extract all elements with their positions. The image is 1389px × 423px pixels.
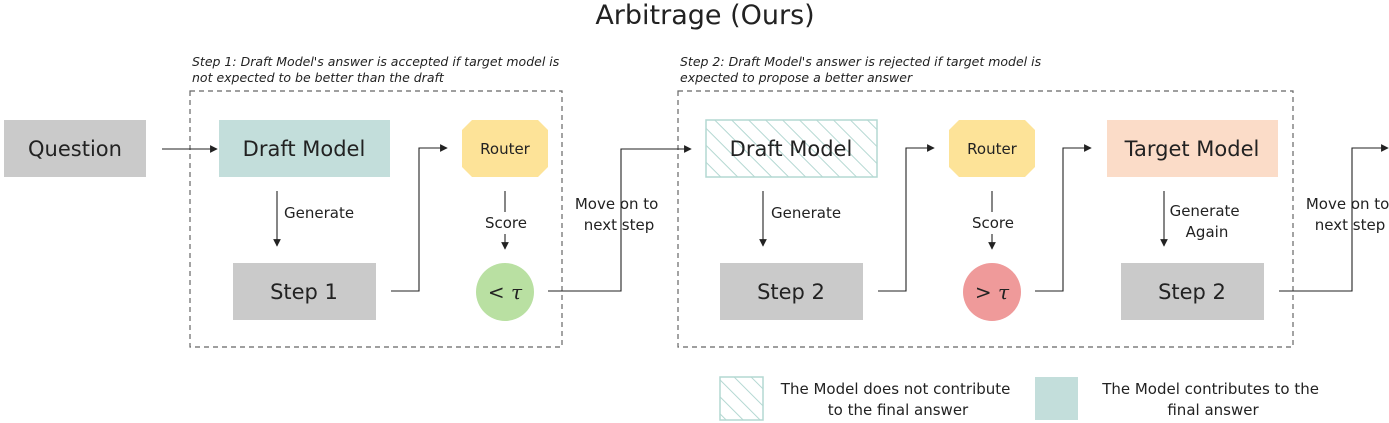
step2-target-label: Step 2 bbox=[1158, 280, 1226, 304]
target-model-box bbox=[1107, 120, 1278, 177]
move-on-label-1-line2: next step bbox=[584, 216, 654, 234]
question-box bbox=[4, 120, 146, 177]
accept-threshold-symbol: < τ bbox=[488, 280, 523, 304]
move-on-label-1-line1: Move on to bbox=[575, 195, 659, 213]
legend-swatch-contribute bbox=[1035, 377, 1078, 420]
reject-threshold-node bbox=[963, 263, 1021, 321]
move-on-label-1: Move on to next step bbox=[575, 195, 663, 234]
move-on-label-2: Move on to next step bbox=[1306, 195, 1389, 234]
step1-label: Step 1 bbox=[270, 280, 338, 304]
edge-accept-to-draft2 bbox=[548, 145, 692, 292]
draft-model-box-1 bbox=[219, 120, 390, 177]
router-node-2 bbox=[949, 120, 1035, 177]
legend-label-not-contribute: The Model does not contribute to the fin… bbox=[780, 380, 1015, 419]
draft-model-box-2 bbox=[705, 119, 878, 178]
step2-caption: Step 2: Draft Model's answer is rejected… bbox=[680, 54, 1045, 85]
score-label-2: Score bbox=[972, 214, 1014, 232]
reject-threshold-symbol: > τ bbox=[975, 280, 1010, 304]
move-on-label-2-line2: next step bbox=[1315, 216, 1385, 234]
step2-group bbox=[677, 90, 1294, 348]
target-model-label: Target Model bbox=[1124, 137, 1260, 161]
step1-box bbox=[233, 263, 376, 320]
generate-label-2: Generate bbox=[771, 204, 841, 222]
step2-caption-line1: Step 2: Draft Model's answer is rejected… bbox=[680, 54, 1042, 69]
score-label-1: Score bbox=[485, 214, 527, 232]
step2-draft-label: Step 2 bbox=[757, 280, 825, 304]
move-on-label-2-line1: Move on to bbox=[1306, 195, 1389, 213]
generate-label-1: Generate bbox=[284, 204, 354, 222]
draft-model-label-2: Draft Model bbox=[730, 137, 853, 161]
step2-target-box bbox=[1121, 263, 1264, 320]
edge-step2-to-next bbox=[1279, 144, 1389, 292]
question-label: Question bbox=[28, 137, 122, 161]
generate-again-line2: Again bbox=[1186, 223, 1229, 241]
legend-contribute-line2: final answer bbox=[1167, 401, 1259, 419]
step1-group bbox=[189, 90, 563, 348]
step1-caption-line1: Step 1: Draft Model's answer is accepted… bbox=[192, 54, 560, 69]
router-label-2: Router bbox=[967, 140, 1018, 158]
generate-again-label: Generate Again bbox=[1170, 202, 1245, 241]
legend-not-contribute-line1: The Model does not contribute bbox=[780, 380, 1011, 398]
draft-model-label-1: Draft Model bbox=[243, 137, 366, 161]
edge-reject-to-target bbox=[1035, 144, 1092, 292]
legend-not-contribute-line2: to the final answer bbox=[828, 401, 969, 419]
step2-caption-line2: expected to propose a better answer bbox=[680, 70, 913, 85]
legend-contribute-line1: The Model contributes to the bbox=[1101, 380, 1319, 398]
router-node-1 bbox=[462, 120, 548, 177]
step1-caption-line2: not expected to be better than the draft bbox=[192, 70, 445, 85]
generate-again-line1: Generate bbox=[1170, 202, 1240, 220]
router-label-1: Router bbox=[480, 140, 531, 158]
legend-swatch-not-contribute bbox=[719, 376, 764, 421]
edge-step2-to-router2 bbox=[878, 144, 935, 292]
step1-caption: Step 1: Draft Model's answer is accepted… bbox=[192, 54, 563, 85]
edge-step1-to-router1 bbox=[391, 144, 448, 292]
accept-threshold-node bbox=[476, 263, 534, 321]
diagram-title: Arbitrage (Ours) bbox=[595, 0, 814, 31]
step2-draft-box bbox=[720, 263, 863, 320]
legend-label-contribute: The Model contributes to the final answe… bbox=[1101, 380, 1324, 419]
